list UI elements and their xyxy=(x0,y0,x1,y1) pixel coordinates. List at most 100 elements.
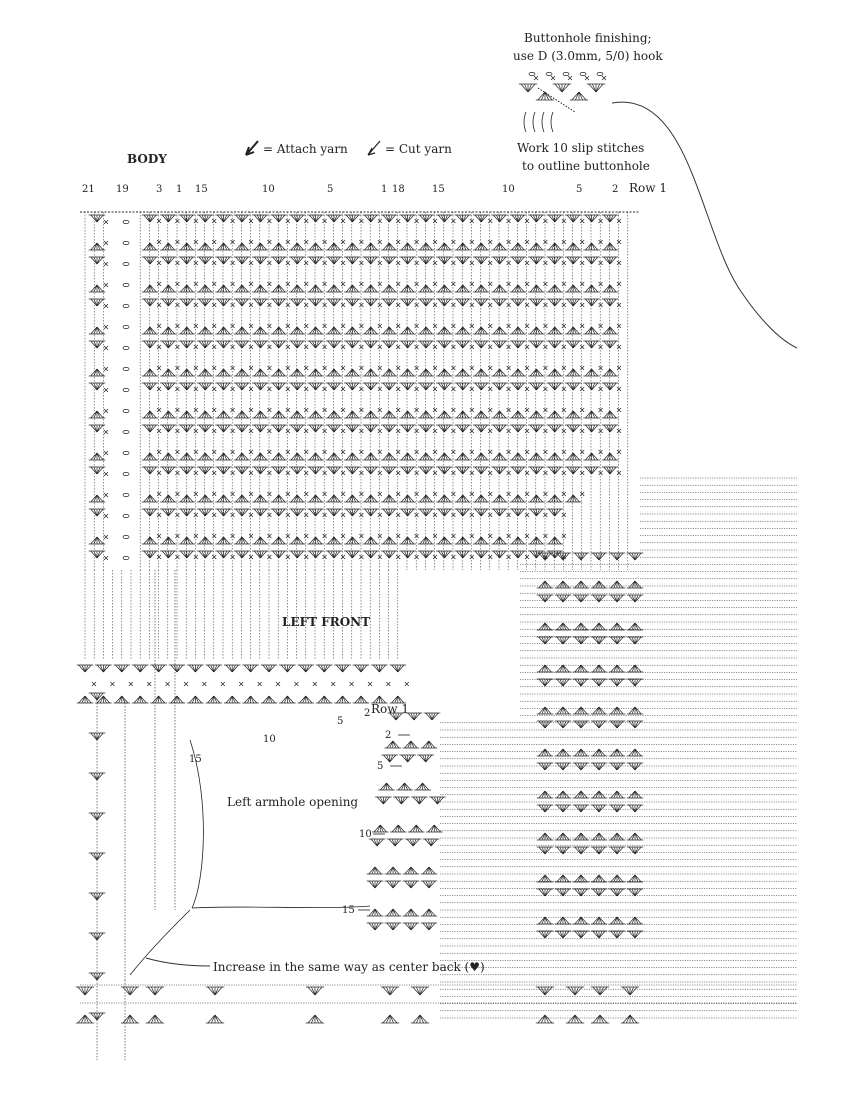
stitch-x xyxy=(543,387,547,391)
stitch-stroke xyxy=(352,411,355,418)
stitch-stroke xyxy=(408,383,414,390)
stitch-stroke xyxy=(187,341,190,348)
stitch-stroke xyxy=(530,285,536,292)
stitch-stroke xyxy=(592,243,595,250)
stitch-fan xyxy=(234,327,251,334)
stitch-stroke xyxy=(260,257,263,264)
stitch-x xyxy=(525,408,529,412)
stitch-fan xyxy=(528,425,545,432)
stitch-x xyxy=(617,387,621,391)
stitch-stroke xyxy=(573,257,579,264)
stitch-x xyxy=(267,408,271,412)
stitch-stroke xyxy=(316,285,322,292)
stitch-stroke xyxy=(438,467,444,474)
stitch-fan xyxy=(363,215,380,222)
stitch-stroke xyxy=(97,369,103,376)
stitch-fan xyxy=(252,327,269,334)
stitch-fan xyxy=(565,285,582,292)
stitch-stroke xyxy=(530,425,536,432)
stitch-fan xyxy=(565,327,582,334)
stitch-stroke xyxy=(217,453,223,460)
stitch-stroke xyxy=(493,453,499,460)
stitch-stroke xyxy=(150,327,156,334)
stitch-stroke xyxy=(91,327,97,334)
stitch-x xyxy=(599,429,603,433)
stitch-fan xyxy=(418,257,435,264)
stitch-stroke xyxy=(260,285,266,292)
stitch-stroke xyxy=(610,327,616,334)
stitch-stroke xyxy=(512,383,518,390)
stitch-x xyxy=(341,471,345,475)
stitch-fan xyxy=(491,383,508,390)
stitch-x xyxy=(488,408,492,412)
stitch-stroke xyxy=(168,425,171,432)
stitch-stroke xyxy=(181,383,187,390)
stitch-stroke xyxy=(481,425,484,432)
stitch-fan xyxy=(565,243,582,250)
stitch-stroke xyxy=(573,369,579,376)
stitch-fan xyxy=(455,411,472,418)
stitch-stroke xyxy=(426,411,432,418)
stitch-stroke xyxy=(536,411,542,418)
stitch-x xyxy=(378,345,382,349)
stitch-stroke xyxy=(438,453,444,460)
stitch-stroke xyxy=(500,341,506,348)
stitch-stroke xyxy=(309,341,315,348)
stitch-fan xyxy=(565,257,582,264)
stitch-stroke xyxy=(481,369,487,376)
stitch-stroke xyxy=(426,299,429,306)
stitch-fan xyxy=(436,411,453,418)
stitch-x xyxy=(212,471,216,475)
stitch-stroke xyxy=(181,257,187,264)
stitch-stroke xyxy=(481,215,484,222)
stitch-fan xyxy=(547,341,564,348)
stitch-x xyxy=(341,429,345,433)
stitch-x xyxy=(470,429,474,433)
stitch-stroke xyxy=(334,411,337,418)
stitch-fan xyxy=(583,299,600,306)
stitch-stroke xyxy=(297,327,300,334)
stitch-x xyxy=(194,282,198,286)
stitch-x xyxy=(525,387,529,391)
stitch-stroke xyxy=(297,341,303,348)
stitch-stroke xyxy=(536,285,539,292)
stitch-x xyxy=(378,303,382,307)
stitch-x xyxy=(286,261,290,265)
stitch-fan xyxy=(473,467,490,474)
stitch-stroke xyxy=(181,369,187,376)
stitch-fan xyxy=(307,369,324,376)
stitch-fan xyxy=(344,425,361,432)
stitch-fan xyxy=(160,243,177,250)
stitch-stroke xyxy=(236,341,242,348)
stitch-stroke xyxy=(144,425,150,432)
stitch-fan xyxy=(473,215,490,222)
stitch-stroke xyxy=(426,453,429,460)
stitch-x xyxy=(451,387,455,391)
stitch-stroke xyxy=(481,383,487,390)
stitch-x xyxy=(580,240,584,244)
stitch-stroke xyxy=(224,453,230,460)
stitch-stroke xyxy=(273,341,279,348)
stitch-stroke xyxy=(401,453,407,460)
stitch-stroke xyxy=(585,285,591,292)
stitch-stroke xyxy=(573,453,579,460)
stitch-stroke xyxy=(236,299,242,306)
stitch-x xyxy=(231,408,235,412)
stitch-stroke xyxy=(457,453,463,460)
stitch-x xyxy=(599,324,603,328)
stitch-fan xyxy=(215,453,232,460)
stitch-x xyxy=(249,450,253,454)
stitch-stroke xyxy=(91,341,97,348)
stitch-x xyxy=(451,240,455,244)
stitch-stroke xyxy=(401,383,407,390)
stitch-stroke xyxy=(444,215,447,222)
stitch-stroke xyxy=(500,257,503,264)
stitch-stroke xyxy=(573,383,579,390)
stitch-x xyxy=(341,261,345,265)
stitch-fan xyxy=(418,341,435,348)
stitch-fan xyxy=(307,425,324,432)
stitch-fan xyxy=(179,467,196,474)
stitch-stroke xyxy=(242,327,245,334)
stitch-stroke xyxy=(383,467,389,474)
stitch-chain xyxy=(123,262,129,265)
